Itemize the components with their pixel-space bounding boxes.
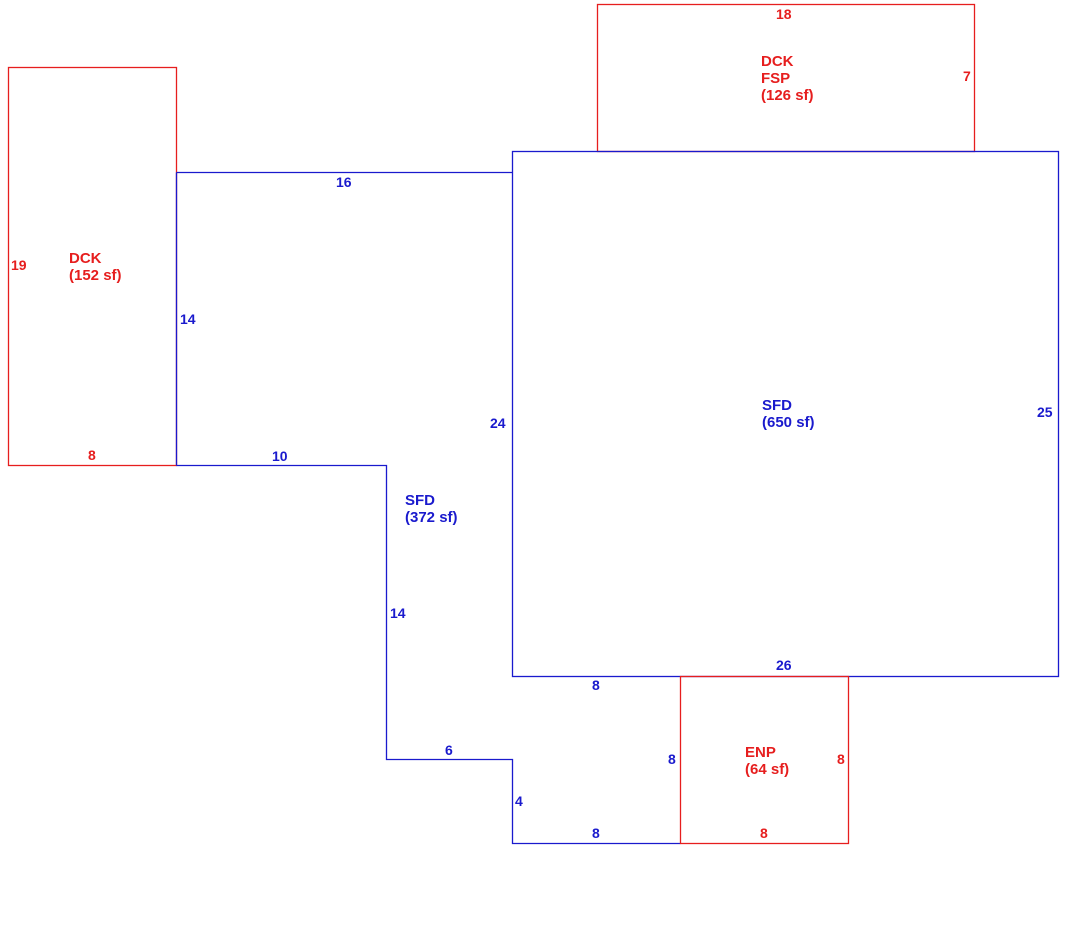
- sfd-main-area: SFD (650 sf) 24 25 26: [490, 150, 1060, 678]
- sfd-main-code-label: SFD: [762, 397, 792, 414]
- sfd-wing-area: SFD (372 sf) 16 14 10 14 6 4 8 8 8: [175, 171, 681, 845]
- enp-area-label: (64 sf): [745, 761, 789, 778]
- dck-fsp-top-area-label: (126 sf): [761, 87, 814, 104]
- dck-fsp-top-area: DCK FSP (126 sf) 18 7: [596, 3, 976, 153]
- enp-code-label: ENP: [745, 744, 776, 761]
- sfd-wing-dim-enp-side: 8: [668, 751, 676, 767]
- enp-dim-east: 8: [837, 751, 845, 767]
- sfd-wing-dim-lower-side: 4: [515, 793, 523, 809]
- sfd-main-dim-east: 25: [1037, 404, 1053, 420]
- sfd-wing-dim-step-side: 14: [390, 605, 406, 621]
- sfd-wing-outline-lower: [176, 464, 681, 845]
- dck-fsp-top-code-label: DCK: [761, 53, 794, 70]
- dck-left-area-label: (152 sf): [69, 267, 122, 284]
- dck-fsp-top-dim-east: 7: [963, 68, 971, 84]
- sfd-main-dim-west: 24: [490, 415, 506, 431]
- dck-left-dim-west: 19: [11, 257, 27, 273]
- dck-left-dim-bottom: 8: [88, 447, 96, 463]
- sfd-wing-dim-bottom: 8: [592, 825, 600, 841]
- dck-left-code-label: DCK: [69, 250, 102, 267]
- sfd-wing-code-label: SFD: [405, 492, 435, 509]
- sfd-wing-dim-west: 14: [180, 311, 196, 327]
- dck-fsp-top-dim-top: 18: [776, 6, 792, 22]
- enp-outline: [679, 675, 850, 845]
- dck-fsp-top-code2-label: FSP: [761, 70, 790, 87]
- dck-left-area: DCK (152 sf) 19 8: [7, 66, 178, 467]
- sfd-wing-area-label: (372 sf): [405, 509, 458, 526]
- sfd-wing-dim-under-main: 8: [592, 677, 600, 693]
- sfd-wing-dim-step-top: 10: [272, 448, 288, 464]
- enp-area: ENP (64 sf) 8 8: [679, 675, 850, 845]
- enp-dim-bottom: 8: [760, 825, 768, 841]
- sfd-wing-dim-lower-step: 6: [445, 742, 453, 758]
- sfd-wing-dim-top: 16: [336, 174, 352, 190]
- sfd-main-dim-bottom: 26: [776, 657, 792, 673]
- sfd-main-area-label: (650 sf): [762, 414, 815, 431]
